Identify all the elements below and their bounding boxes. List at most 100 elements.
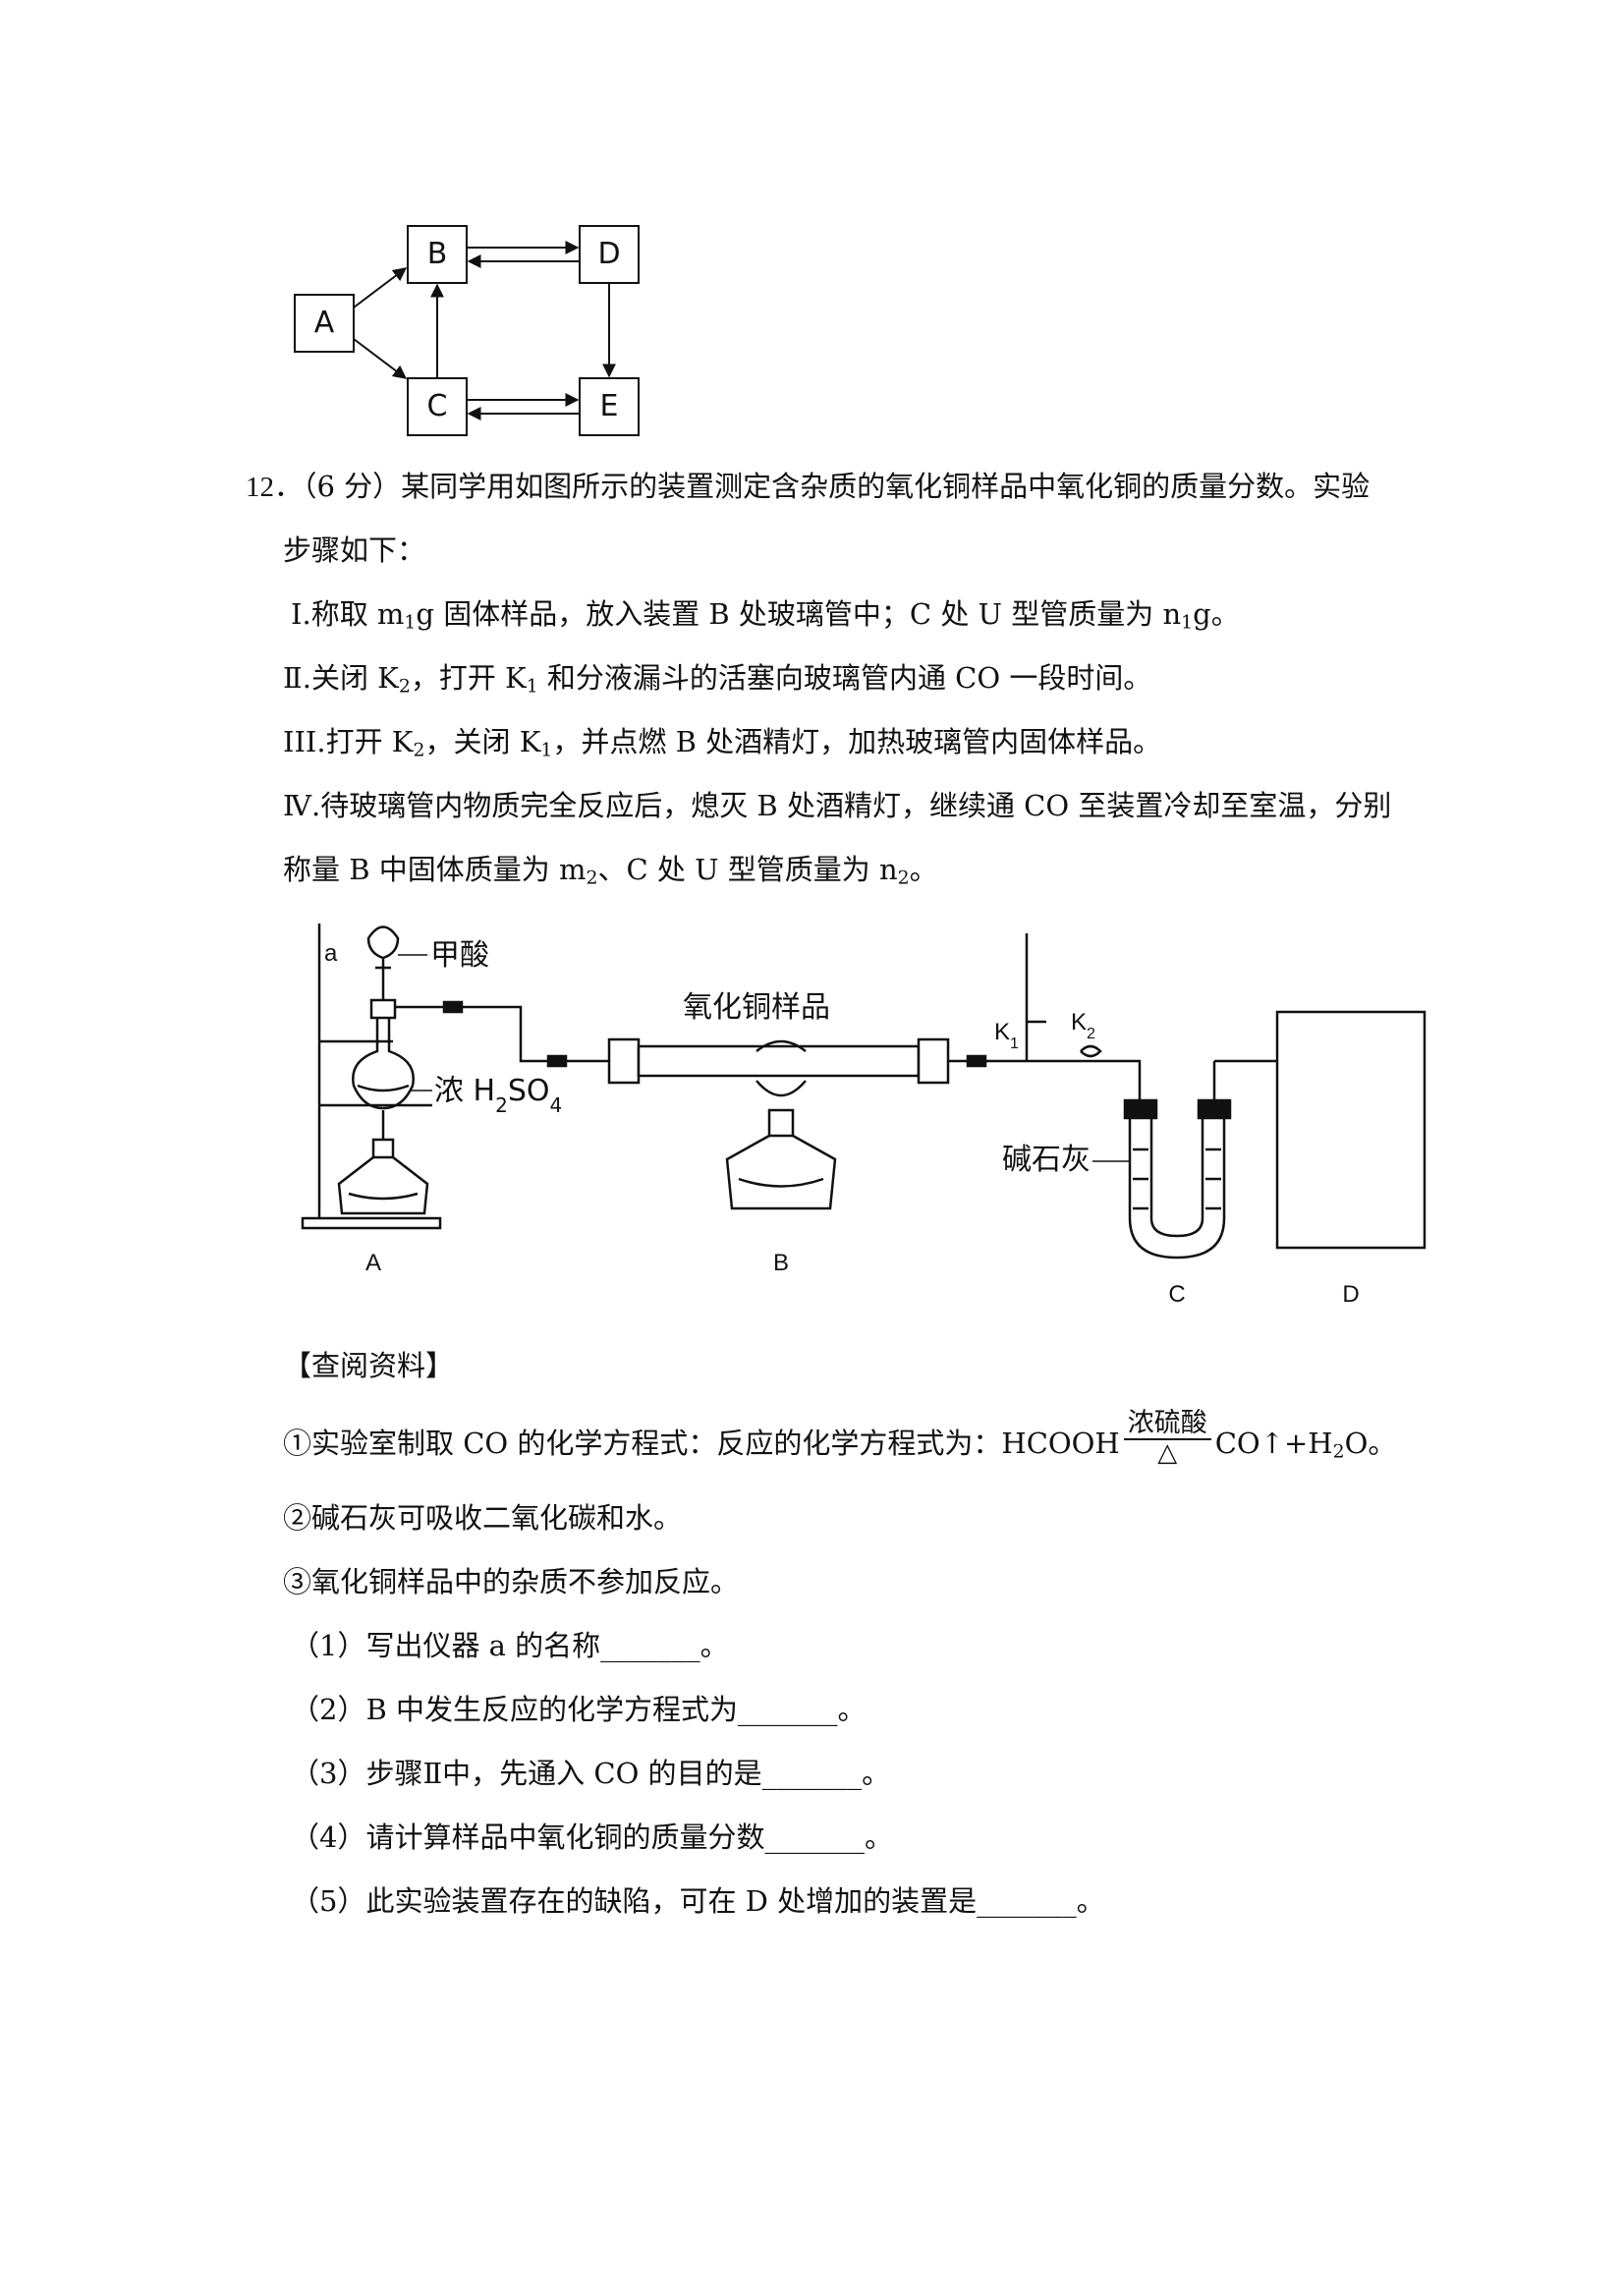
- node-label-d: D: [597, 237, 620, 271]
- step-text: 称量 B 中固体质量为 m: [283, 853, 587, 886]
- reference-item-2: ②碱石灰可吸收二氧化碳和水。: [283, 1501, 683, 1535]
- step-2: Ⅱ.关闭 K2，打开 K1 和分液漏斗的活塞向玻璃管内通 CO 一段时间。: [283, 658, 1151, 707]
- node-label-e: E: [600, 389, 619, 423]
- reference-item-1-product-end: O。: [1344, 1427, 1397, 1460]
- label-a: a: [324, 940, 338, 967]
- step-text: 。: [909, 853, 938, 886]
- label-copper-oxide-sample: 氧化铜样品: [683, 990, 830, 1025]
- subscript: 2: [1332, 1441, 1345, 1463]
- u-tube-stopper-left: [1123, 1098, 1158, 1120]
- alcohol-lamp-a: [337, 1156, 429, 1215]
- step-text: ，打开 K: [410, 661, 527, 695]
- u-tube-inner: [1149, 1118, 1204, 1238]
- arrow-a-b: [353, 267, 408, 308]
- tube-stopper-left: [607, 1037, 641, 1085]
- subquestion-3: （3）步骤Ⅱ中，先通入 CO 的目的是_______。: [291, 1757, 891, 1790]
- question-text-1: （6 分）某同学用如图所示的装置测定含杂质的氧化铜样品中氧化铜的质量分数。实验: [303, 470, 1371, 503]
- apparatus-label-a: A: [365, 1250, 381, 1276]
- step-text: ，并点燃 B 处酒精灯，加热玻璃管内固体样品。: [552, 725, 1162, 758]
- label-k2: K2: [1071, 1009, 1095, 1042]
- k2-clamp: [1080, 1044, 1102, 1058]
- step-3: III.打开 K2，关闭 K1，并点燃 B 处酒精灯，加热玻璃管内固体样品。: [283, 722, 1161, 771]
- step-text: 打开 K: [325, 725, 414, 758]
- step-text: g。: [1193, 597, 1240, 631]
- delivery-tube-2: [948, 1059, 1142, 1100]
- u-tube-outer: [1128, 1118, 1226, 1260]
- flame-b: [756, 1080, 807, 1097]
- flask-stopper: [369, 998, 397, 1020]
- rubber-joint-3: [966, 1054, 987, 1068]
- question-text-2: 步骤如下：: [283, 533, 426, 567]
- apparatus-figure: a 甲酸 浓 H2SO4 氧化铜样品 K1 K2 碱石灰 A B C D: [295, 914, 1434, 1316]
- separatory-funnel: [366, 925, 400, 960]
- question-line-1: 12．（6 分）某同学用如图所示的装置测定含杂质的氧化铜样品中氧化铜的质量分数。…: [246, 467, 1370, 507]
- glass-tube: [637, 1044, 921, 1078]
- step-1: Ⅰ.称取 m1g 固体样品，放入装置 B 处玻璃管中；C 处 U 型管质量为 n…: [291, 594, 1240, 644]
- step-4: Ⅳ.待玻璃管内物质完全反应后，熄灭 B 处酒精灯，继续通 CO 至装置冷却至室温…: [283, 786, 1391, 825]
- round-bottom-flask: [352, 1018, 415, 1110]
- condition-heat: △: [1157, 1438, 1178, 1468]
- label-formic-acid: 甲酸: [430, 938, 489, 973]
- flask-liquid: [357, 1084, 410, 1092]
- node-label-b: B: [427, 237, 448, 271]
- step-text: 和分液漏斗的活塞向玻璃管内通 CO 一段时间。: [537, 661, 1152, 695]
- apparatus-label-c: C: [1168, 1281, 1185, 1308]
- subscript: 1: [1181, 612, 1194, 634]
- subscript: 2: [586, 868, 598, 889]
- apparatus-label-b: B: [773, 1250, 789, 1276]
- subquestion-4: （4）请计算样品中氧化铜的质量分数_______。: [291, 1820, 893, 1854]
- subscript: 1: [540, 740, 553, 761]
- lamp-a-liquid: [348, 1192, 419, 1201]
- node-label-c: C: [427, 389, 448, 423]
- reference-item-3: ③氧化铜样品中的杂质不参加反应。: [283, 1565, 740, 1598]
- label-soda-lime: 碱石灰: [1002, 1143, 1091, 1177]
- subscript: 2: [413, 740, 425, 761]
- step-label: III.: [283, 725, 326, 758]
- node-box-e: [579, 377, 640, 436]
- reference-title: 【查阅资料】: [283, 1349, 455, 1382]
- soda-lime-granules: [1133, 1148, 1221, 1210]
- step-label: Ⅳ.: [283, 789, 321, 822]
- step-4-continued: 称量 B 中固体质量为 m2、C 处 U 型管质量为 n2。: [283, 850, 938, 899]
- rubber-joint-2: [546, 1054, 568, 1068]
- condition-catalyst: 浓硫酸: [1123, 1409, 1211, 1440]
- sample-powder: [756, 1039, 807, 1052]
- step-label: Ⅰ.: [291, 597, 311, 631]
- subscript: 1: [526, 676, 538, 698]
- stand-base: [301, 1216, 442, 1230]
- subscript: 2: [897, 868, 910, 889]
- reference-item-1-text: ①实验室制取 CO 的化学方程式：反应的化学方程式为：HCOOH: [283, 1427, 1120, 1460]
- subscript: 1: [404, 612, 417, 634]
- flow-diagram: A B C D E: [280, 211, 673, 447]
- step-text: 待玻璃管内物质完全反应后，熄灭 B 处酒精灯，继续通 CO 至装置冷却至室温，分…: [320, 789, 1392, 822]
- node-box-b: [407, 225, 468, 284]
- apparatus-label-d: D: [1342, 1281, 1359, 1308]
- node-label-a: A: [314, 306, 335, 340]
- alcohol-lamp-b: [725, 1134, 837, 1210]
- subquestion-5: （5）此实验装置存在的缺陷，可在 D 处增加的装置是_______。: [291, 1884, 1105, 1918]
- label-k1: K1: [994, 1019, 1019, 1052]
- lamp-b-liquid: [738, 1177, 824, 1188]
- step-text: g 固体样品，放入装置 B 处玻璃管中；C 处 U 型管质量为 n: [416, 597, 1182, 631]
- reaction-condition: 浓硫酸△: [1123, 1409, 1211, 1468]
- reference-item-1-product: CO↑+H: [1214, 1427, 1333, 1460]
- step-label: Ⅱ.: [283, 661, 311, 695]
- step-text: 关闭 K: [310, 661, 399, 695]
- device-d-box: [1275, 1010, 1427, 1250]
- step-text: ，关闭 K: [424, 725, 541, 758]
- lamp-a-neck: [371, 1138, 395, 1159]
- subquestion-1: （1）写出仪器 a 的名称_______。: [291, 1629, 729, 1662]
- arrow-a-c: [353, 338, 408, 379]
- label-conc-sulfuric-acid: 浓 H2SO4: [434, 1074, 562, 1117]
- subquestion-2: （2）B 中发生反应的化学方程式为_______。: [291, 1693, 867, 1726]
- tube-stopper-right: [917, 1037, 950, 1085]
- u-tube-stopper-right: [1197, 1098, 1232, 1120]
- step-text: 、C 处 U 型管质量为 n: [597, 853, 898, 886]
- question-number: 12．: [246, 472, 304, 503]
- delivery-tube-1: [395, 1005, 609, 1063]
- apparatus-svg: a 甲酸 浓 H2SO4 氧化铜样品 K1 K2 碱石灰 A B C D: [301, 924, 1427, 1308]
- rubber-joint-1: [442, 1000, 464, 1014]
- step-text: 称取 m: [310, 597, 405, 631]
